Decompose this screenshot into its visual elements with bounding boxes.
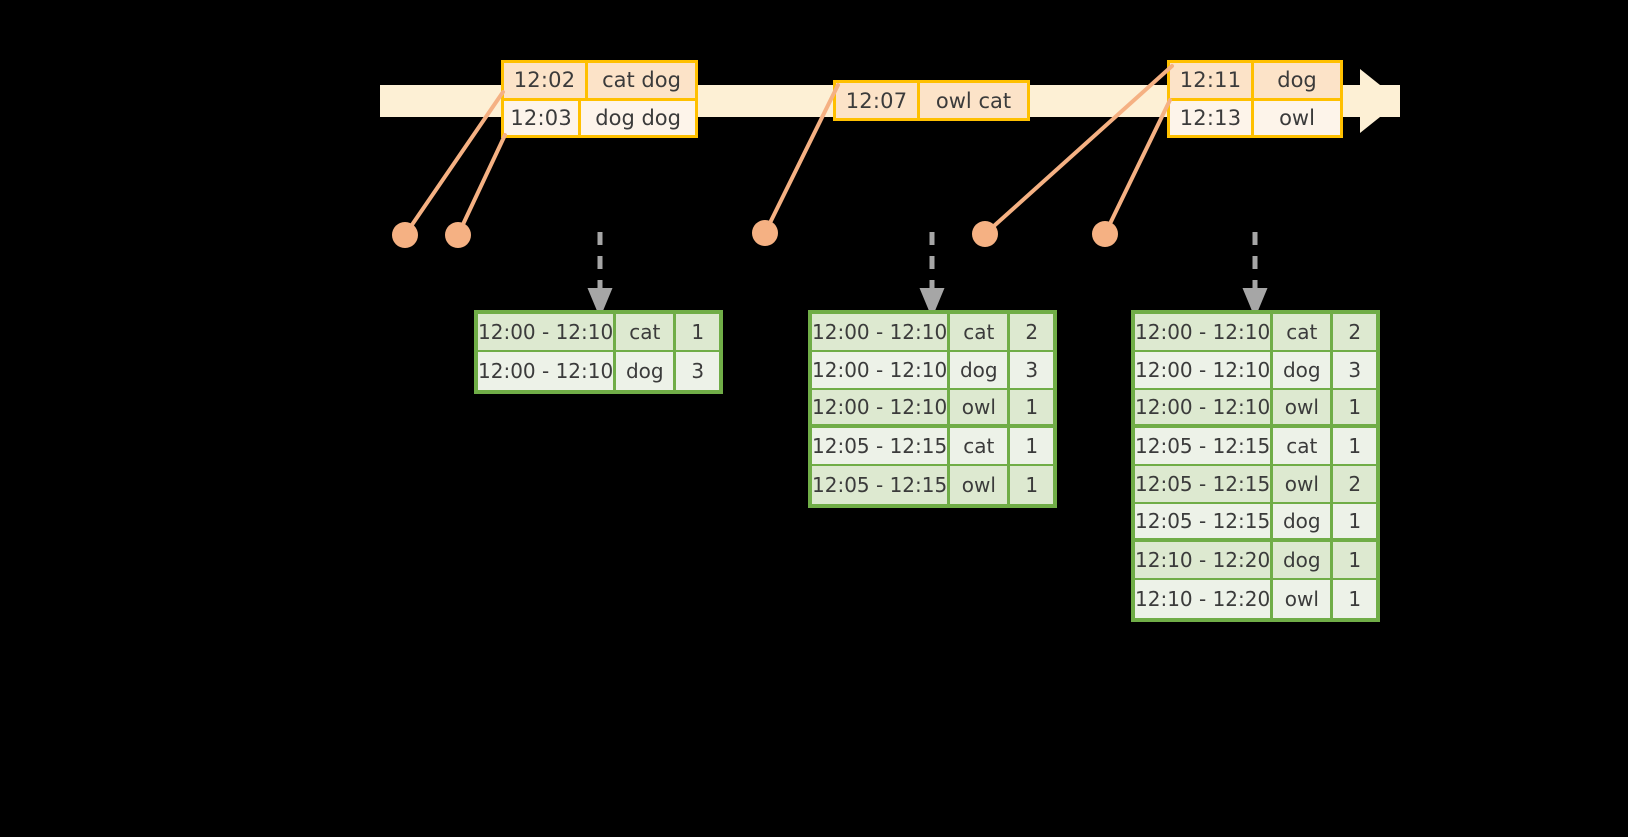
event-time: 12:03	[504, 100, 582, 135]
event-words: dog	[1277, 68, 1317, 93]
table-row: 12:05 - 12:15 owl 1	[812, 466, 1053, 504]
cell-window: 12:00 - 12:10	[1135, 352, 1274, 388]
cell-window: 12:00 - 12:10	[478, 314, 617, 350]
cell-word: dog	[1273, 504, 1334, 538]
cell-count: 3	[1348, 358, 1362, 382]
cell-word: cat	[616, 314, 677, 350]
cell-count: 3	[1025, 358, 1039, 382]
event-time: 12:11	[1170, 63, 1254, 98]
cell-count: 2	[1348, 320, 1362, 344]
table-row: 12:05 - 12:15 owl 2	[1135, 466, 1376, 504]
cell-window: 12:10 - 12:20	[1135, 580, 1274, 618]
cell-window: 12:00 - 12:10	[812, 352, 951, 388]
event-words: owl	[1279, 105, 1315, 130]
cell-count: 1	[1025, 395, 1039, 419]
cell-word: dog	[950, 352, 1011, 388]
event-time: 12:02	[504, 63, 588, 98]
event-row: 12:03 dog dog	[504, 97, 695, 135]
trigger-dot-1	[392, 222, 418, 248]
cell-word: cat	[1273, 314, 1334, 350]
trigger-dot-4	[972, 221, 998, 247]
event-group-2[interactable]: 12:07 owl cat	[833, 80, 1030, 121]
event-words: owl cat	[935, 88, 1012, 113]
cell-word: dog	[1273, 542, 1334, 578]
connector-line-2	[456, 133, 507, 237]
table-row: 12:10 - 12:20 dog 1	[1135, 542, 1376, 580]
cell-window: 12:05 - 12:15	[1135, 504, 1274, 538]
event-row: 12:07 owl cat	[836, 83, 1027, 118]
event-time: 12:13	[1170, 100, 1254, 135]
cell-word: dog	[616, 352, 677, 390]
cell-count: 1	[1025, 473, 1039, 497]
cell-word: owl	[1273, 390, 1334, 424]
cell-word: owl	[1273, 466, 1334, 502]
event-row: 12:13 owl	[1170, 97, 1340, 135]
cell-word: cat	[1273, 428, 1334, 464]
cell-window: 12:05 - 12:15	[1135, 466, 1274, 502]
table-row: 12:00 - 12:10 dog 3	[812, 352, 1053, 390]
result-table-1[interactable]: 12:00 - 12:10 cat 1 12:00 - 12:10 dog 3	[474, 310, 723, 394]
cell-count: 1	[1348, 395, 1362, 419]
cell-count: 1	[1348, 548, 1362, 572]
event-words: cat dog	[602, 68, 681, 93]
table-row: 12:00 - 12:10 dog 3	[478, 352, 719, 390]
result-table-2[interactable]: 12:00 - 12:10 cat 2 12:00 - 12:10 dog 3 …	[808, 310, 1057, 508]
cell-window: 12:00 - 12:10	[812, 314, 951, 350]
table-row: 12:00 - 12:10 cat 2	[1135, 314, 1376, 352]
cell-window: 12:05 - 12:15	[812, 428, 951, 464]
table-row: 12:10 - 12:20 owl 1	[1135, 580, 1376, 618]
cell-count: 2	[1025, 320, 1039, 344]
table-row: 12:00 - 12:10 cat 1	[478, 314, 719, 352]
event-row: 12:11 dog	[1170, 63, 1340, 98]
cell-count: 3	[691, 359, 705, 383]
cell-count: 1	[1348, 587, 1362, 611]
cell-window: 12:00 - 12:10	[1135, 390, 1274, 424]
cell-word: owl	[1273, 580, 1334, 618]
cell-window: 12:10 - 12:20	[1135, 542, 1274, 578]
cell-window: 12:00 - 12:10	[812, 390, 951, 424]
cell-word: cat	[950, 428, 1011, 464]
cell-word: owl	[950, 390, 1011, 424]
event-row: 12:02 cat dog	[504, 63, 695, 98]
event-time: 12:07	[836, 83, 920, 118]
table-row: 12:00 - 12:10 owl 1	[812, 390, 1053, 428]
table-row: 12:00 - 12:10 owl 1	[1135, 390, 1376, 428]
result-table-3[interactable]: 12:00 - 12:10 cat 2 12:00 - 12:10 dog 3 …	[1131, 310, 1380, 622]
cell-window: 12:05 - 12:15	[1135, 428, 1274, 464]
table-row: 12:05 - 12:15 cat 1	[812, 428, 1053, 466]
trigger-dot-3	[752, 220, 778, 246]
cell-word: dog	[1273, 352, 1334, 388]
cell-window: 12:00 - 12:10	[1135, 314, 1274, 350]
table-row: 12:05 - 12:15 cat 1	[1135, 428, 1376, 466]
connector-line-5	[1103, 98, 1172, 236]
cell-count: 1	[1348, 434, 1362, 458]
table-row: 12:00 - 12:10 dog 3	[1135, 352, 1376, 390]
event-words: dog dog	[595, 105, 681, 130]
timeline-arrowhead	[1360, 69, 1400, 133]
table-row: 12:05 - 12:15 dog 1	[1135, 504, 1376, 542]
cell-window: 12:00 - 12:10	[478, 352, 617, 390]
trigger-dot-2	[445, 222, 471, 248]
trigger-dot-5	[1092, 221, 1118, 247]
cell-window: 12:05 - 12:15	[812, 466, 951, 504]
cell-count: 1	[1348, 509, 1362, 533]
event-group-1[interactable]: 12:02 cat dog 12:03 dog dog	[501, 60, 698, 138]
cell-word: cat	[950, 314, 1011, 350]
cell-count: 1	[1025, 434, 1039, 458]
cell-word: owl	[950, 466, 1011, 504]
cell-count: 1	[691, 320, 705, 344]
cell-count: 2	[1348, 472, 1362, 496]
table-row: 12:00 - 12:10 cat 2	[812, 314, 1053, 352]
event-group-3[interactable]: 12:11 dog 12:13 owl	[1167, 60, 1343, 138]
